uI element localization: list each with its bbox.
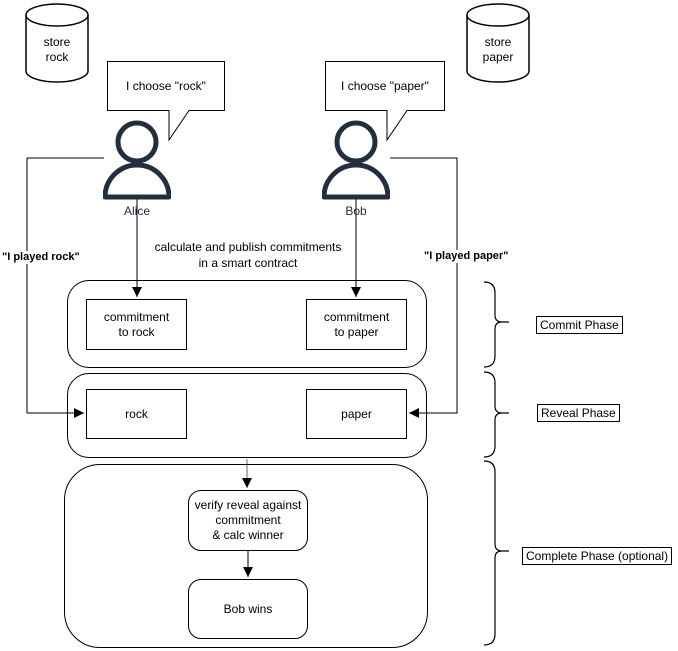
played-paper-label: "I played paper" [424,250,509,263]
speech-bubble-icon [107,61,225,141]
result-box: Bob wins [188,579,308,639]
reveal-phase-brace [483,371,509,458]
commitment-rock-box: commitment to rock [86,299,187,350]
played-rock-label: "I played rock" [2,251,80,264]
bob-person-icon [322,118,390,200]
store-rock-label: store rock [43,35,71,64]
bubble-alice-text: I choose "rock" [126,79,206,93]
person-icon [103,120,171,200]
commit-phase-brace [483,281,509,368]
played-rock-connector [26,157,104,418]
alice-person-icon [103,118,171,200]
speech-bubble-alice: I choose "rock" [107,61,225,141]
commitment-paper-box: commitment to paper [306,299,407,350]
commit-phase-container [67,280,427,368]
store-rock-cylinder: store rock [25,3,89,83]
bob-label: Bob [345,204,367,218]
paper-box: paper [306,389,407,439]
verify-box: verify reveal against commitment & calc … [188,490,308,551]
bubble-bob-text: I choose "paper" [341,79,429,93]
commit-phase-label: Commit Phase [536,316,623,334]
store-paper-cylinder: store paper [466,3,530,83]
played-paper-connector [390,157,458,418]
cylinder-icon [25,3,89,83]
complete-phase-container [64,464,428,648]
speech-bubble-icon [325,61,445,141]
rock-box: rock [86,389,187,439]
person-icon [322,120,390,200]
cylinder-icon [466,3,530,83]
complete-phase-brace [483,460,509,646]
store-paper-label: store paper [482,35,514,64]
reveal-phase-label: Reveal Phase [537,404,620,422]
complete-phase-label: Complete Phase (optional) [522,547,673,565]
alice-label: Alice [123,204,150,218]
commitments-note: calculate and publish commitments in a s… [154,240,342,270]
speech-bubble-bob: I choose "paper" [325,61,445,141]
reveal-phase-container [67,373,427,458]
